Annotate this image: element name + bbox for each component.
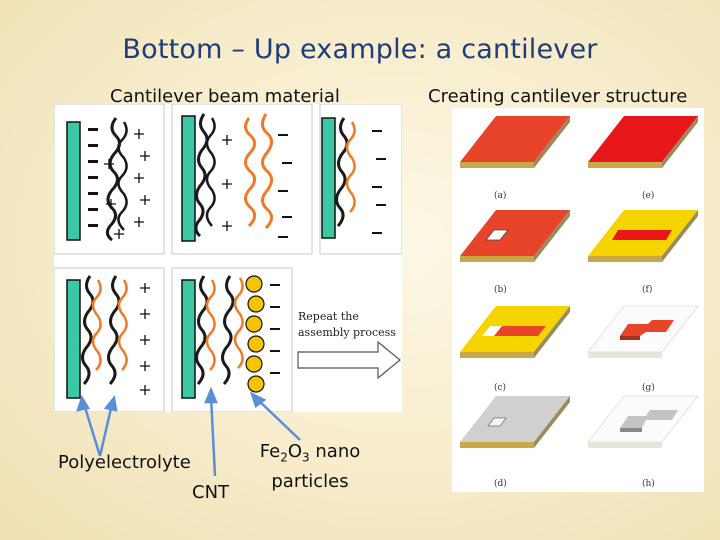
polyelectrolyte-strand xyxy=(244,117,256,228)
positive-charges xyxy=(222,135,232,231)
assembly-step-2 xyxy=(171,103,313,255)
caption-g: (g) xyxy=(642,382,655,393)
step-e-red-film xyxy=(588,116,698,168)
cnt-strand xyxy=(105,117,121,242)
step-g-released-beam xyxy=(587,305,699,358)
arrowhead xyxy=(76,395,90,412)
cnt-strand xyxy=(81,275,95,386)
polyelectrolyte-strand xyxy=(345,121,356,213)
step-c-yellow-film xyxy=(460,306,570,358)
polyelectrolyte-strand xyxy=(205,279,216,371)
arrowhead xyxy=(204,386,218,404)
polyelectrolyte-strand xyxy=(117,279,128,371)
negative-charges xyxy=(278,134,292,238)
polyelectrolyte-strand xyxy=(261,113,273,230)
caption-e: (e) xyxy=(642,190,654,201)
substrate xyxy=(66,121,81,241)
caption-d: (d) xyxy=(494,478,507,489)
assembly-figure-svg: Repeat the assembly process xyxy=(53,103,403,413)
fabrication-figure: (a) (e) (b) (f) xyxy=(452,108,704,492)
callout-line xyxy=(209,395,217,477)
negative-charges xyxy=(270,284,280,374)
arrow-text-line2: assembly process xyxy=(298,326,396,339)
cnt-strand xyxy=(335,117,349,228)
cnt-strand xyxy=(195,275,209,386)
positive-charges xyxy=(140,283,150,395)
caption-h: (h) xyxy=(642,478,655,489)
slide-title: Bottom – Up example: a cantilever xyxy=(122,34,598,65)
assembly-step-3 xyxy=(319,103,403,255)
caption-c: (c) xyxy=(494,382,506,393)
nanoparticles xyxy=(245,275,265,393)
assembly-step-4 xyxy=(53,267,165,413)
substrate xyxy=(66,279,81,399)
caption-f: (f) xyxy=(642,284,652,295)
arrowhead xyxy=(249,391,267,409)
left-heading: Cantilever beam material xyxy=(110,86,340,107)
step-h-final-cantilever xyxy=(587,395,699,448)
arrow-text-line1: Repeat the xyxy=(298,310,359,323)
callout-line xyxy=(98,403,114,457)
assembly-step-5 xyxy=(171,267,293,413)
cnt-strand xyxy=(107,275,121,386)
substrate xyxy=(321,117,336,239)
repeat-assembly-arrow: Repeat the assembly process xyxy=(297,310,401,380)
callout-line xyxy=(255,397,301,441)
polyelectrolyte-strand xyxy=(91,279,102,371)
negative-charges xyxy=(88,128,98,227)
substrate xyxy=(181,279,196,399)
step-b-patterned-film xyxy=(460,210,570,262)
step-f-yellow-film xyxy=(588,210,698,262)
assembly-step-1 xyxy=(53,103,165,255)
arrow-right-icon xyxy=(297,340,401,380)
caption-a: (a) xyxy=(494,190,506,201)
cnt-strand xyxy=(194,113,209,238)
cnt-strand xyxy=(205,117,216,227)
step-d-grey-film xyxy=(460,396,570,448)
negative-charges xyxy=(372,130,386,234)
nanoparticle-label: Fe2O3 nano particles xyxy=(259,441,361,492)
positive-charges xyxy=(104,129,150,239)
polyelectrolyte-label: Polyelectrolyte xyxy=(58,452,191,473)
assembly-figure: Repeat the assembly process xyxy=(53,103,403,413)
caption-b: (b) xyxy=(494,284,507,295)
arrowhead xyxy=(103,395,118,412)
right-heading: Creating cantilever structure xyxy=(428,86,688,107)
cnt-strand xyxy=(117,121,128,231)
substrate xyxy=(181,115,196,242)
polyelectrolyte-strand xyxy=(233,277,244,369)
cnt-label: CNT xyxy=(192,482,230,503)
fabrication-figure-svg: (a) (e) (b) (f) xyxy=(460,116,699,489)
cnt-strand xyxy=(221,275,235,386)
step-a-red-film xyxy=(460,116,570,168)
callout-line xyxy=(82,403,102,457)
